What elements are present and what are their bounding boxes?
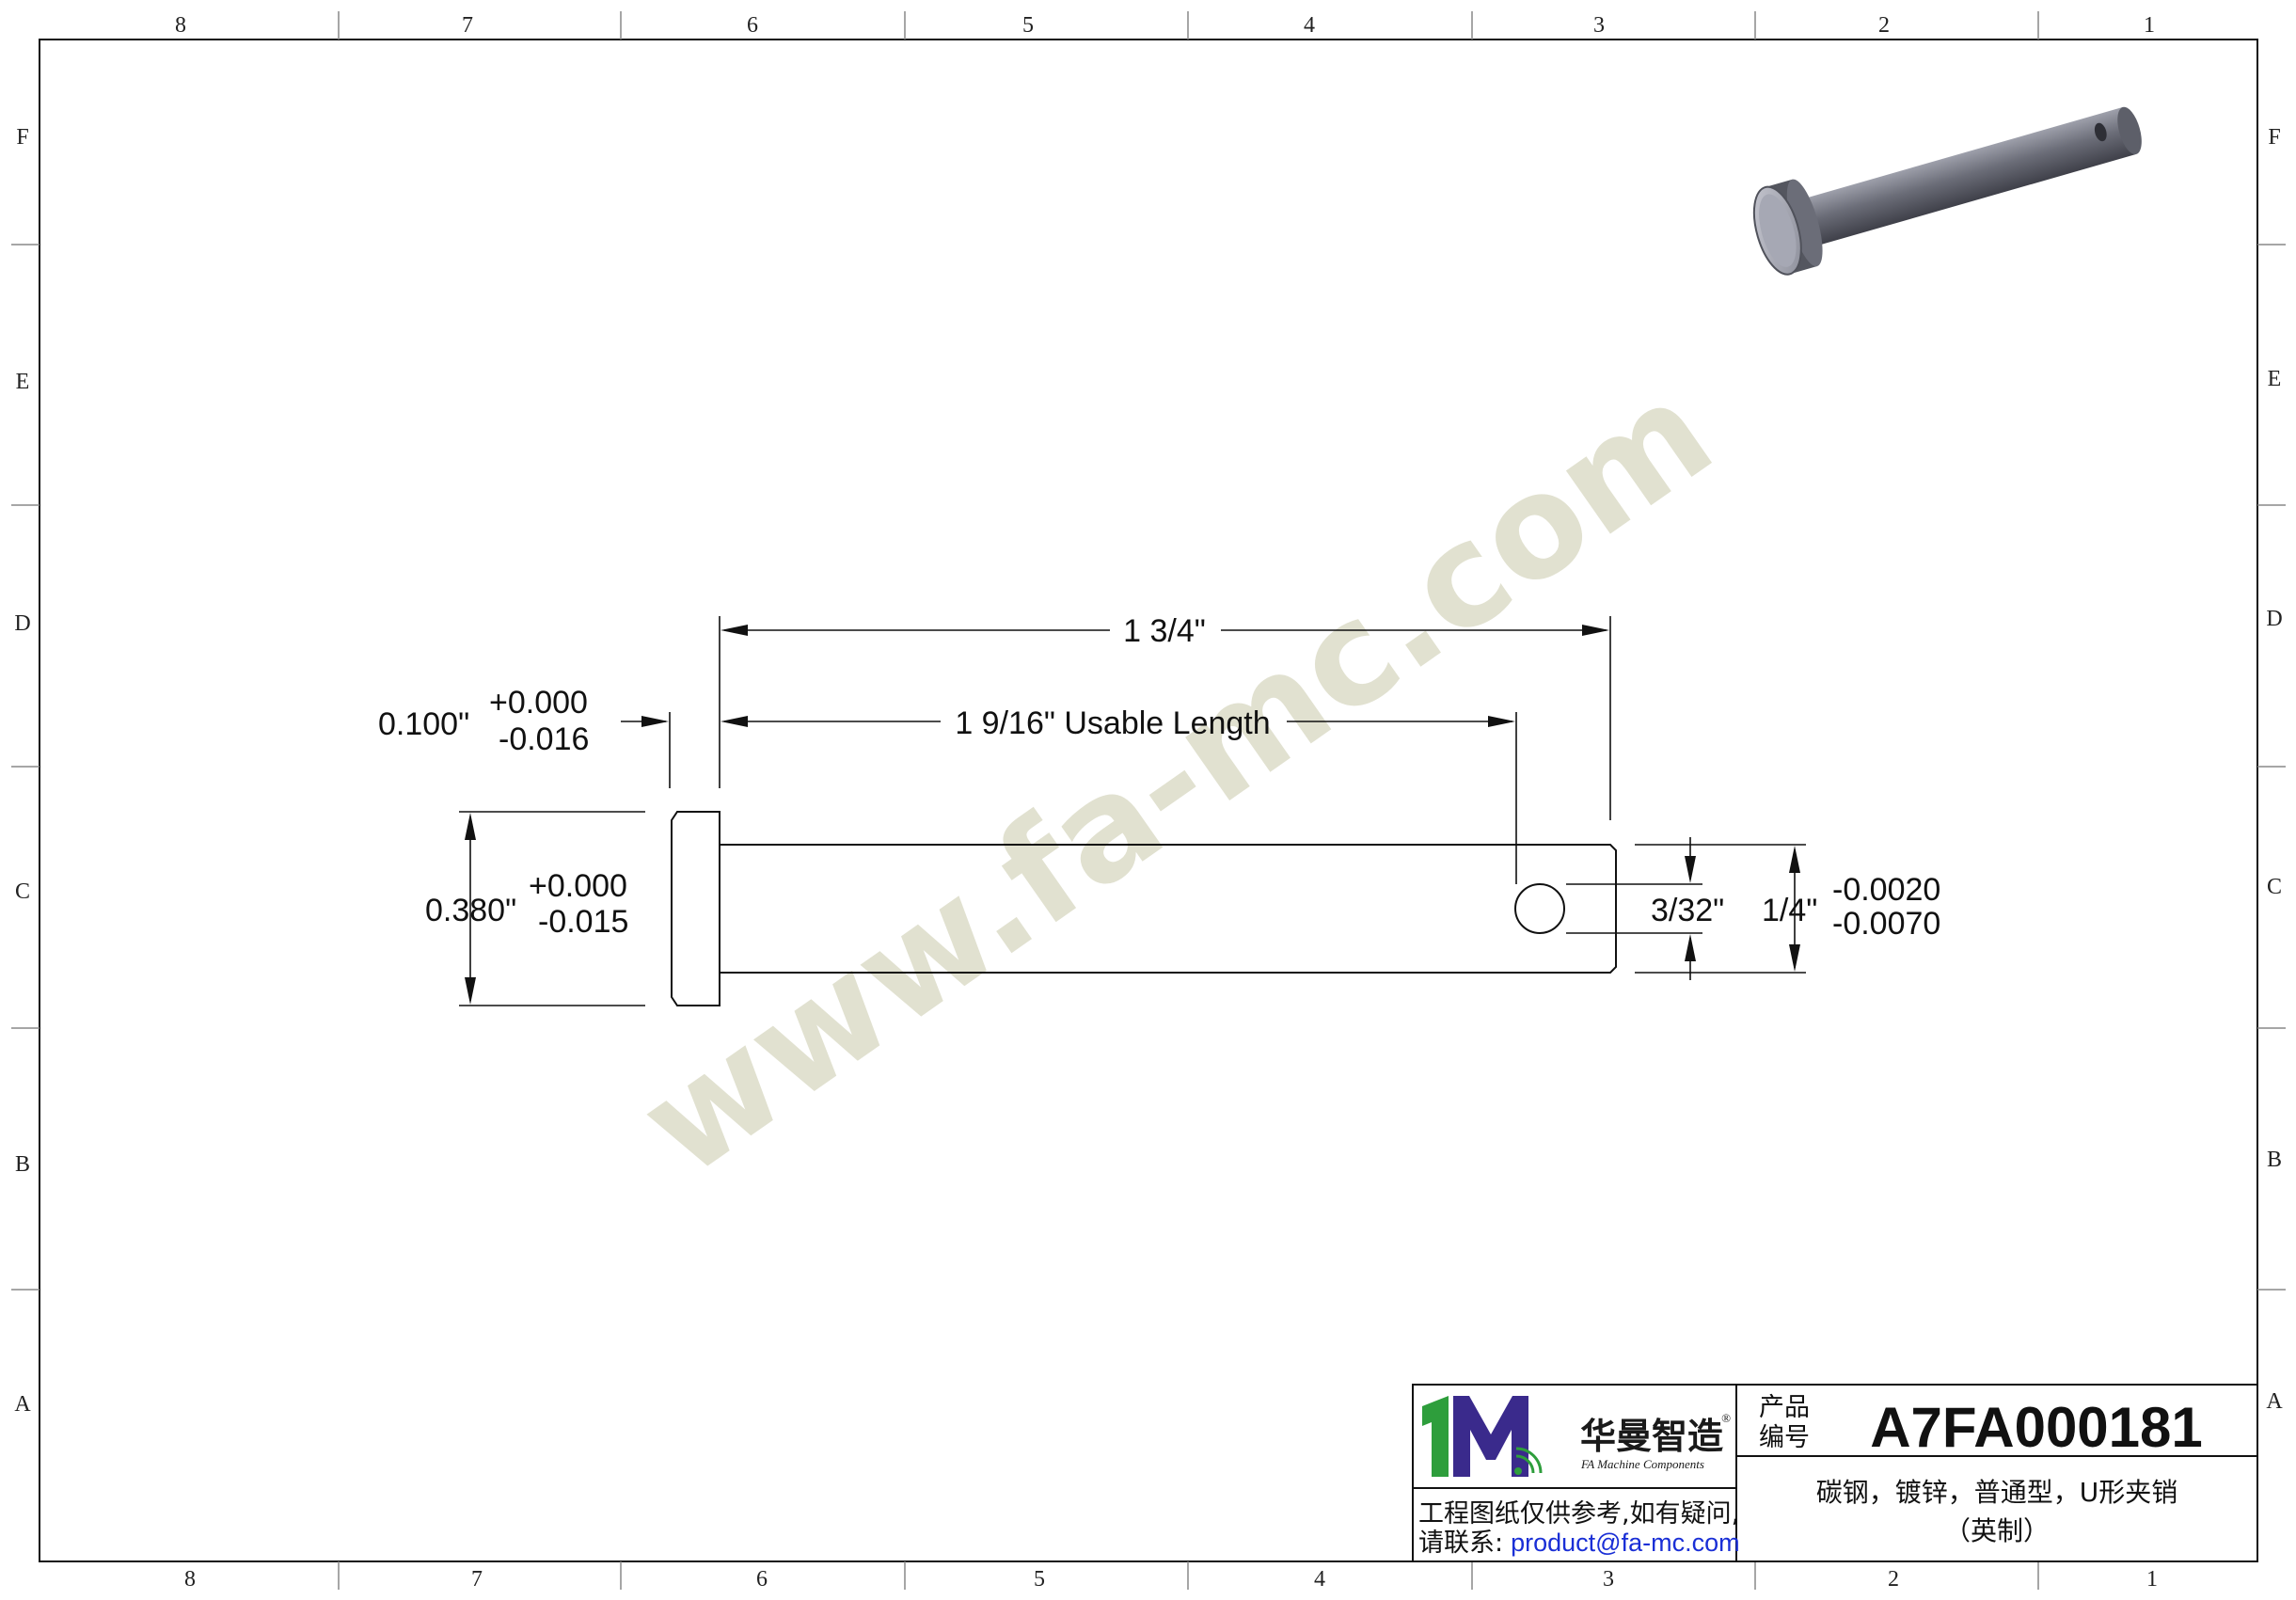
zone-col-8: 8 — [175, 13, 186, 38]
fa-machine-components-logo — [1422, 1396, 1543, 1477]
zone-row-a: A — [14, 1392, 31, 1417]
dim-shank-diameter: 1/4" — [1762, 893, 1817, 928]
product-label-line-2: 编号 — [1759, 1423, 1810, 1452]
dim-head-thickness-tol-minus: -0.016 — [499, 721, 589, 757]
zone-row-c: C — [15, 879, 30, 904]
zone-labels-right: F E D C B A — [2266, 125, 2283, 1414]
dim-head-diameter: 0.380" — [425, 893, 516, 928]
zone-row-b: B — [15, 1152, 30, 1177]
drawing-frame — [39, 39, 2258, 1562]
zone-labels-bottom: 8 7 6 5 4 3 2 1 — [184, 1567, 2158, 1592]
product-label-line-1: 产品 — [1759, 1393, 1810, 1422]
notice-line-1: 工程图纸仅供参考,如有疑问, — [1418, 1499, 1739, 1529]
zone-col-7-bottom: 7 — [471, 1567, 483, 1592]
registered-mark: ® — [1721, 1411, 1731, 1425]
dim-head-diameter-tol-plus: +0.000 — [529, 868, 627, 904]
zone-col-6-bottom: 6 — [756, 1567, 768, 1592]
zone-col-6: 6 — [747, 13, 758, 38]
dim-shank-tol-lower: -0.0070 — [1832, 906, 1940, 942]
zone-col-4: 4 — [1304, 13, 1315, 38]
zone-row-f: F — [16, 125, 28, 150]
dim-head-thickness: 0.100" — [378, 706, 469, 742]
zone-col-8-bottom: 8 — [184, 1567, 196, 1592]
zone-col-4-bottom: 4 — [1314, 1567, 1325, 1592]
clevis-pin-3d-render — [1752, 106, 2142, 276]
zone-col-2-bottom: 2 — [1888, 1567, 1899, 1592]
dim-overall-length: 1 3/4" — [1123, 613, 1206, 649]
zone-labels-top: 8 7 6 5 4 3 2 1 — [175, 13, 2155, 38]
product-description-line-2: （英制） — [1944, 1515, 2050, 1546]
zone-col-3: 3 — [1593, 13, 1605, 38]
zone-row-e-right: E — [2268, 367, 2282, 391]
zone-row-f-right: F — [2268, 125, 2280, 150]
pin-side-view — [671, 811, 1617, 1006]
product-code: A7FA000181 — [1870, 1396, 2203, 1459]
brand-name-cn: 华曼智造 — [1580, 1416, 1723, 1457]
zone-row-e: E — [16, 370, 30, 394]
zone-row-d: D — [14, 611, 30, 636]
dim-head-thickness-tol-plus: +0.000 — [489, 685, 588, 721]
title-block: 华曼智造 ® FA Machine Components 工程图纸仅供参考,如有… — [1412, 1384, 2258, 1562]
zone-ticks — [11, 11, 2286, 1590]
dimension-arrowheads — [465, 625, 1800, 1005]
zone-row-b-right: B — [2267, 1148, 2282, 1172]
zone-col-1: 1 — [2144, 13, 2155, 38]
dim-hole-diameter: 3/32" — [1651, 893, 1724, 928]
zone-labels-left: F E D C B A — [14, 125, 31, 1417]
zone-col-7: 7 — [462, 13, 473, 38]
zone-col-3-bottom: 3 — [1603, 1567, 1614, 1592]
zone-col-5: 5 — [1022, 13, 1034, 38]
contact-email: product@fa-mc.com — [1511, 1529, 1739, 1557]
notice-line-2: 请联系: product@fa-mc.com — [1418, 1529, 1740, 1558]
zone-col-2: 2 — [1878, 13, 1890, 38]
notice-prefix: 请联系: — [1418, 1529, 1503, 1558]
zone-row-c-right: C — [2267, 875, 2282, 899]
dim-usable-length: 1 9/16" Usable Length — [955, 705, 1270, 741]
zone-col-1-bottom: 1 — [2146, 1567, 2158, 1592]
zone-row-a-right: A — [2266, 1389, 2283, 1414]
zone-col-5-bottom: 5 — [1034, 1567, 1045, 1592]
dimension-texts: 1 3/4" 1 9/16" Usable Length 0.100" +0.0… — [378, 613, 1940, 942]
brand-name-en: FA Machine Components — [1580, 1457, 1704, 1471]
zone-row-d-right: D — [2266, 607, 2282, 631]
dimension-lines — [459, 616, 1806, 1006]
product-description-line-1: 碳钢，镀锌，普通型，U形夹销 — [1816, 1477, 2178, 1508]
dim-shank-tol-upper: -0.0020 — [1832, 872, 1940, 908]
dim-head-diameter-tol-minus: -0.015 — [538, 904, 628, 940]
